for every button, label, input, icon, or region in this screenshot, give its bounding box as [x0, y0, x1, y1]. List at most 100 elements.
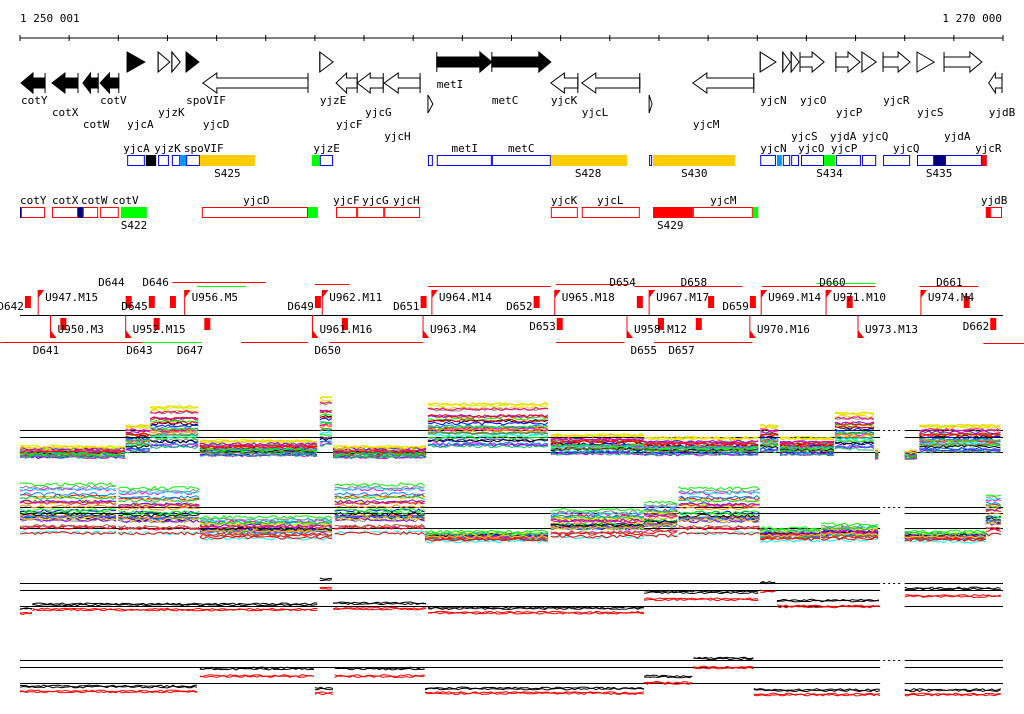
expression-line: [117, 524, 200, 530]
regulation-label: D655: [630, 344, 657, 357]
expression-line: [19, 491, 117, 497]
expression-line: [779, 452, 835, 457]
expression-line: [753, 688, 880, 692]
expression-line: [314, 687, 333, 691]
expression-line: [550, 507, 644, 512]
expression-line: [644, 591, 759, 595]
transcript-label: yjcF: [333, 194, 360, 207]
transcript-segment: [336, 207, 358, 218]
expression-line: [19, 523, 117, 529]
expression-line: [985, 494, 1001, 497]
expression-line: [678, 488, 760, 493]
transcript-segment: [800, 155, 825, 166]
expression-line: [199, 520, 333, 525]
downstream-marker-icon: [657, 318, 664, 330]
expression-line: [150, 429, 199, 434]
expression-line: [19, 612, 33, 616]
expression-line: [125, 430, 150, 434]
expression-line: [985, 532, 1001, 537]
expression-line: [427, 611, 644, 615]
expression-line: [424, 686, 645, 690]
expression-tracks: [19, 395, 1003, 697]
expression-line: [199, 450, 318, 455]
expression-line: [904, 529, 986, 534]
expression-line: [550, 530, 645, 535]
regulation-label: U973.M13: [865, 323, 918, 336]
expression-line: [118, 519, 200, 524]
transcript-segment: [550, 155, 628, 166]
expression-line: [125, 438, 150, 443]
transcript-label: yjzK: [154, 142, 181, 155]
expression-line: [319, 428, 332, 432]
expression-line: [125, 423, 150, 428]
expression-line: [19, 684, 198, 688]
regulation-label: U962.M11: [329, 291, 382, 304]
expression-line: [779, 440, 835, 445]
expression-line: [118, 516, 200, 521]
expression-line: [644, 442, 759, 447]
expression-line: [874, 449, 879, 453]
expression-line: [644, 450, 759, 454]
regulation-label: U947.M15: [45, 291, 98, 304]
yjcF-gene-arrow-icon: [335, 71, 358, 95]
yjcD-gene-arrow-icon: [201, 72, 309, 94]
spoVIF-gene-arrow-icon: [185, 50, 200, 74]
gene-label: yjcG: [365, 106, 392, 119]
expression-line: [644, 445, 759, 451]
expression-line: [678, 486, 760, 491]
expression-line: [427, 401, 549, 406]
unnamed-gene-arrow-icon: [171, 50, 181, 74]
expression-line: [644, 514, 678, 519]
expression-line: [919, 433, 1001, 438]
expression-line: [919, 446, 1001, 451]
expression-line: [985, 509, 1001, 513]
expression-line: [550, 440, 644, 444]
expression-line: [19, 611, 33, 614]
transcript-segment: [180, 155, 187, 166]
expression-line: [834, 436, 875, 442]
expression-line: [678, 496, 760, 502]
expression-line: [985, 495, 1001, 500]
transcript-segment: [653, 207, 693, 218]
upstream-flag-icon: [38, 290, 45, 298]
gene-label: cotV: [100, 94, 127, 107]
expression-line: [678, 510, 760, 515]
expression-line: [424, 691, 645, 695]
gene-label: spoVIF: [186, 94, 226, 107]
transcript-label: yjcA: [123, 142, 150, 155]
expression-line: [427, 424, 549, 429]
expression-line: [820, 531, 879, 537]
gene-label: yjcS: [917, 106, 944, 119]
expression-line: [644, 521, 678, 526]
transcript-label: yjcM: [710, 194, 737, 207]
expression-line: [427, 431, 549, 435]
transcript-segment: [581, 207, 640, 218]
gene-label: metI: [437, 78, 464, 91]
expression-line: [199, 517, 333, 522]
transcript-label: yjcL: [597, 194, 624, 207]
expression-line: [904, 534, 986, 539]
expression-line: [199, 667, 314, 671]
regulation-label: U967.M17: [656, 291, 709, 304]
transcript-label: metI: [452, 142, 479, 155]
expression-line: [760, 528, 821, 533]
expression-line: [125, 425, 150, 430]
expression-line: [834, 442, 875, 446]
expression-line: [427, 431, 548, 435]
expression-line: [919, 423, 1001, 428]
transcript-segment: [985, 207, 991, 218]
metI-gene-arrow-icon: [436, 50, 493, 74]
expression-line: [644, 680, 693, 684]
regulation-label: U956.M5: [192, 291, 238, 304]
expression-line: [919, 442, 1001, 447]
gene-label: yjcK: [551, 94, 578, 107]
expression-line: [919, 447, 1001, 451]
transcript-segment: [933, 155, 946, 166]
transcript-segment: [82, 207, 99, 218]
label-layer: cotYcotXcotWcotVyjcAyjzKspoVIFyjcDyjzEyj…: [0, 78, 1016, 357]
expression-line: [678, 503, 760, 508]
regulation-label: D646: [142, 276, 169, 289]
gene-label: metC: [492, 94, 518, 107]
expression-line: [149, 424, 199, 428]
expression-line: [904, 595, 1001, 599]
